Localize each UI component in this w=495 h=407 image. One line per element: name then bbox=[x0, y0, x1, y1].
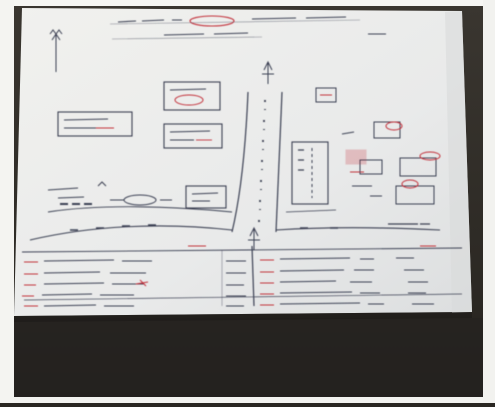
map-drawing bbox=[21, 15, 463, 307]
frame-left-edge bbox=[0, 0, 14, 403]
road-direction-arrow-top-icon bbox=[262, 60, 274, 84]
building-box-5 bbox=[315, 87, 337, 103]
legend-right-text bbox=[279, 257, 434, 305]
legend-table bbox=[21, 245, 463, 307]
building-box-3 bbox=[163, 123, 223, 149]
building-box-2 bbox=[57, 111, 133, 137]
frame-bottom-edge bbox=[0, 397, 495, 403]
dark-floor bbox=[14, 318, 484, 398]
building-box-6 bbox=[373, 121, 403, 139]
building-box-10 bbox=[395, 179, 435, 205]
frame-right-edge bbox=[483, 0, 495, 403]
legend-left-text bbox=[41, 259, 152, 307]
small-marks-right bbox=[341, 131, 430, 225]
building-strip-right bbox=[291, 141, 329, 205]
road-direction-arrow-bottom-icon bbox=[248, 226, 260, 250]
legend-left-red-marks bbox=[135, 245, 206, 287]
left-cluster bbox=[47, 181, 172, 206]
legend-left-labels bbox=[22, 261, 38, 307]
building-box-9 bbox=[399, 151, 441, 177]
main-road bbox=[231, 91, 283, 233]
legend-right-labels bbox=[260, 245, 436, 306]
north-arrow-icon bbox=[49, 29, 63, 72]
legend-mid-column bbox=[226, 260, 246, 307]
building-box-1 bbox=[163, 81, 221, 111]
building-box-8 bbox=[359, 159, 383, 175]
frame-top-edge bbox=[0, 0, 495, 6]
header-title-scribble bbox=[109, 15, 386, 40]
cross-road bbox=[29, 206, 441, 241]
building-box-4 bbox=[185, 185, 227, 209]
